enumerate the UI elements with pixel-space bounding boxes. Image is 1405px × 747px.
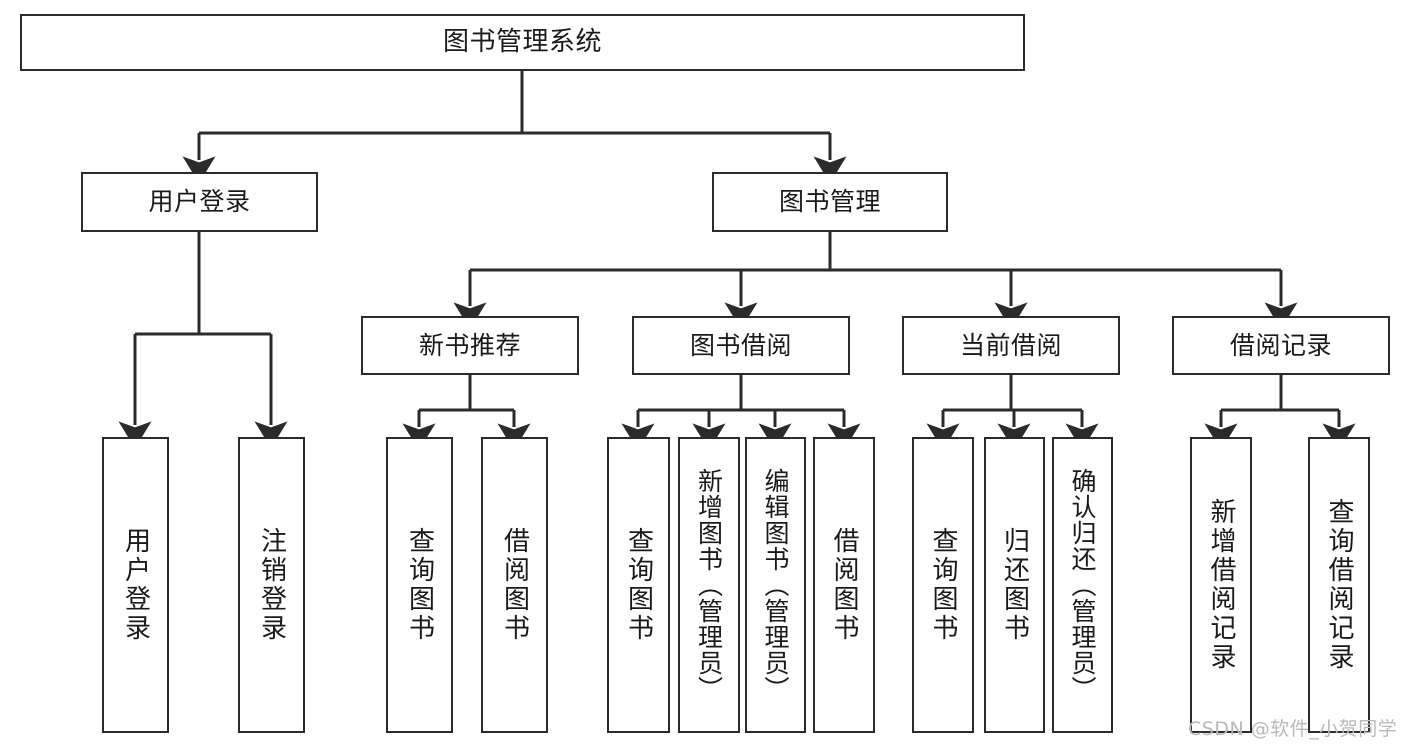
node-leaf-borrow-book-newbook-label: 借阅图书	[499, 527, 530, 643]
node-leaf-borrow-book[interactable]: 借阅图书	[813, 437, 875, 733]
node-leaf-edit-book-admin-label: 编辑图书（管理员）	[761, 468, 790, 702]
node-leaf-logout-label: 注销登录	[256, 527, 287, 643]
node-leaf-add-borrow-record-label: 新增借阅记录	[1206, 498, 1236, 672]
node-new-book-recommend[interactable]: 新书推荐	[361, 316, 579, 375]
node-book-manage-label: 图书管理	[778, 187, 881, 216]
node-current-borrow[interactable]: 当前借阅	[902, 316, 1120, 375]
node-leaf-user-login-label: 用户登录	[120, 527, 151, 643]
node-leaf-add-book-admin-label: 新增图书（管理员）	[694, 468, 724, 702]
node-borrow-record[interactable]: 借阅记录	[1172, 316, 1390, 375]
node-leaf-query-borrow-record[interactable]: 查询借阅记录	[1308, 437, 1370, 733]
node-book-manage[interactable]: 图书管理	[712, 172, 948, 232]
node-root[interactable]: 图书管理系统	[20, 14, 1025, 71]
node-leaf-return-book-label: 归还图书	[999, 527, 1030, 643]
node-leaf-edit-book-admin[interactable]: 编辑图书（管理员）	[745, 437, 806, 733]
node-leaf-logout[interactable]: 注销登录	[238, 437, 305, 733]
node-leaf-borrow-book-newbook[interactable]: 借阅图书	[481, 437, 548, 733]
node-user-login-label: 用户登录	[148, 187, 251, 216]
node-leaf-confirm-return-admin-label: 确认归还（管理员）	[1068, 468, 1097, 702]
node-current-borrow-label: 当前借阅	[959, 330, 1062, 360]
node-book-borrow[interactable]: 图书借阅	[632, 316, 850, 375]
node-leaf-query-book-current[interactable]: 查询图书	[912, 437, 974, 733]
watermark-text: CSDN @软件_小贺同学	[1188, 718, 1398, 740]
node-leaf-user-login[interactable]: 用户登录	[102, 437, 169, 733]
node-leaf-query-borrow-record-label: 查询借阅记录	[1324, 498, 1354, 672]
node-leaf-return-book[interactable]: 归还图书	[984, 437, 1045, 733]
node-leaf-add-book-admin[interactable]: 新增图书（管理员）	[678, 437, 740, 733]
node-borrow-record-label: 借阅记录	[1229, 330, 1332, 360]
node-leaf-query-book-current-label: 查询图书	[928, 527, 958, 643]
node-leaf-confirm-return-admin[interactable]: 确认归还（管理员）	[1052, 437, 1113, 733]
node-user-login[interactable]: 用户登录	[81, 172, 318, 232]
node-leaf-query-book-borrow-label: 查询图书	[623, 527, 654, 643]
node-leaf-query-book-newbook-label: 查询图书	[404, 527, 435, 643]
node-new-book-recommend-label: 新书推荐	[418, 330, 521, 360]
node-leaf-borrow-book-label: 借阅图书	[829, 527, 859, 643]
node-book-borrow-label: 图书借阅	[689, 330, 792, 360]
node-leaf-query-book-borrow[interactable]: 查询图书	[607, 437, 670, 733]
node-leaf-query-book-newbook[interactable]: 查询图书	[386, 437, 453, 733]
node-leaf-add-borrow-record[interactable]: 新增借阅记录	[1190, 437, 1252, 733]
node-root-label: 图书管理系统	[442, 26, 602, 57]
